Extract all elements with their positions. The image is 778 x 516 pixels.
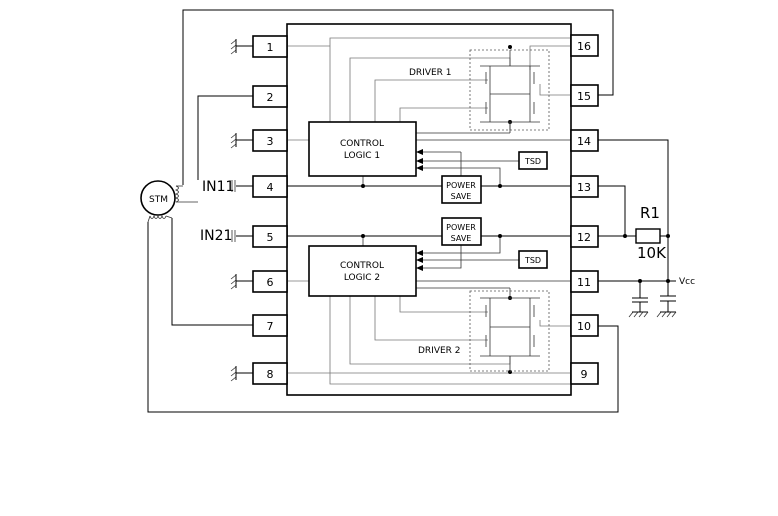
pin-6: 6 [252, 270, 288, 293]
pin-3: 3 [252, 129, 288, 152]
driver-2-bridge [469, 290, 550, 372]
signal-arrows [416, 149, 423, 271]
pin-14: 14 [570, 129, 599, 152]
control-logic-1-line2: LOGIC 1 [344, 151, 380, 161]
pin-7: 7 [252, 314, 288, 337]
tsd-1-label: TSD [524, 157, 541, 166]
ground-symbol [230, 133, 253, 149]
pin-15: 15 [570, 84, 599, 107]
tsd-2-label: TSD [524, 256, 541, 265]
pin-1-label: 1 [267, 41, 274, 54]
motor-label: STM [149, 195, 168, 205]
internal-wiring [287, 37, 571, 385]
pin-10: 10 [570, 314, 599, 337]
pin-16-label: 16 [577, 40, 591, 53]
pin-7-label: 7 [267, 320, 274, 333]
driver-1-label: DRIVER 1 [409, 68, 452, 78]
power-save-1-line1: POWER [446, 181, 476, 190]
power-save-2-block [441, 217, 482, 246]
outer-wiring [147, 9, 676, 413]
pin-6-label: 6 [267, 276, 274, 289]
tsd-1-block [518, 151, 548, 170]
power-save-2-line2: SAVE [451, 234, 472, 243]
pin-13-label: 13 [577, 181, 591, 194]
pin-12-label: 12 [577, 231, 591, 244]
ground-symbol [656, 311, 677, 318]
in11-label: IN11 [202, 179, 234, 195]
ground-symbol [628, 311, 649, 318]
tsd-2-block [518, 250, 548, 269]
ground-symbol [230, 274, 253, 290]
control-logic-1-line1: CONTROL [340, 139, 384, 149]
pin-4-label: 4 [267, 181, 274, 194]
pin-11-label: 11 [577, 276, 591, 289]
pin-13: 13 [570, 175, 599, 198]
pin-1: 1 [252, 35, 288, 58]
stepper-motor: STM [140, 180, 198, 223]
driver-1-bridge [469, 49, 550, 131]
pin-4: 4 [252, 175, 288, 198]
ground-symbol [230, 39, 253, 55]
pin-10-label: 10 [577, 320, 591, 333]
junction-dots [361, 45, 670, 374]
power-save-1-block [441, 175, 482, 204]
pin-11: 11 [570, 270, 599, 293]
control-logic-1-block [308, 121, 417, 177]
pin-9: 9 [570, 362, 599, 385]
vcc-label: Vcc [679, 277, 695, 287]
power-save-1-line2: SAVE [451, 192, 472, 201]
pin-8: 8 [252, 362, 288, 385]
r1-label: R1 [640, 204, 660, 222]
pin-5: 5 [252, 225, 288, 248]
in21-label: IN21 [200, 228, 232, 244]
pin-9-label: 9 [581, 368, 588, 381]
resistor-r1 [635, 228, 661, 244]
control-logic-2-line2: LOGIC 2 [344, 273, 380, 283]
control-logic-2-line1: CONTROL [340, 261, 384, 271]
pin-14-label: 14 [577, 135, 591, 148]
pin-15-label: 15 [577, 90, 591, 103]
r1-value-label: 10K [637, 244, 667, 262]
pin-12: 12 [570, 225, 599, 248]
pin-8-label: 8 [267, 368, 274, 381]
pin-2: 2 [252, 85, 288, 108]
pin-5-label: 5 [267, 231, 274, 244]
ground-symbol [230, 366, 253, 382]
power-save-2-line1: POWER [446, 223, 476, 232]
control-logic-2-block [308, 245, 417, 297]
pin-3-label: 3 [267, 135, 274, 148]
pin-2-label: 2 [267, 91, 274, 104]
ic-body [286, 23, 572, 396]
driver-2-label: DRIVER 2 [418, 346, 461, 356]
pin-16: 16 [570, 34, 599, 57]
